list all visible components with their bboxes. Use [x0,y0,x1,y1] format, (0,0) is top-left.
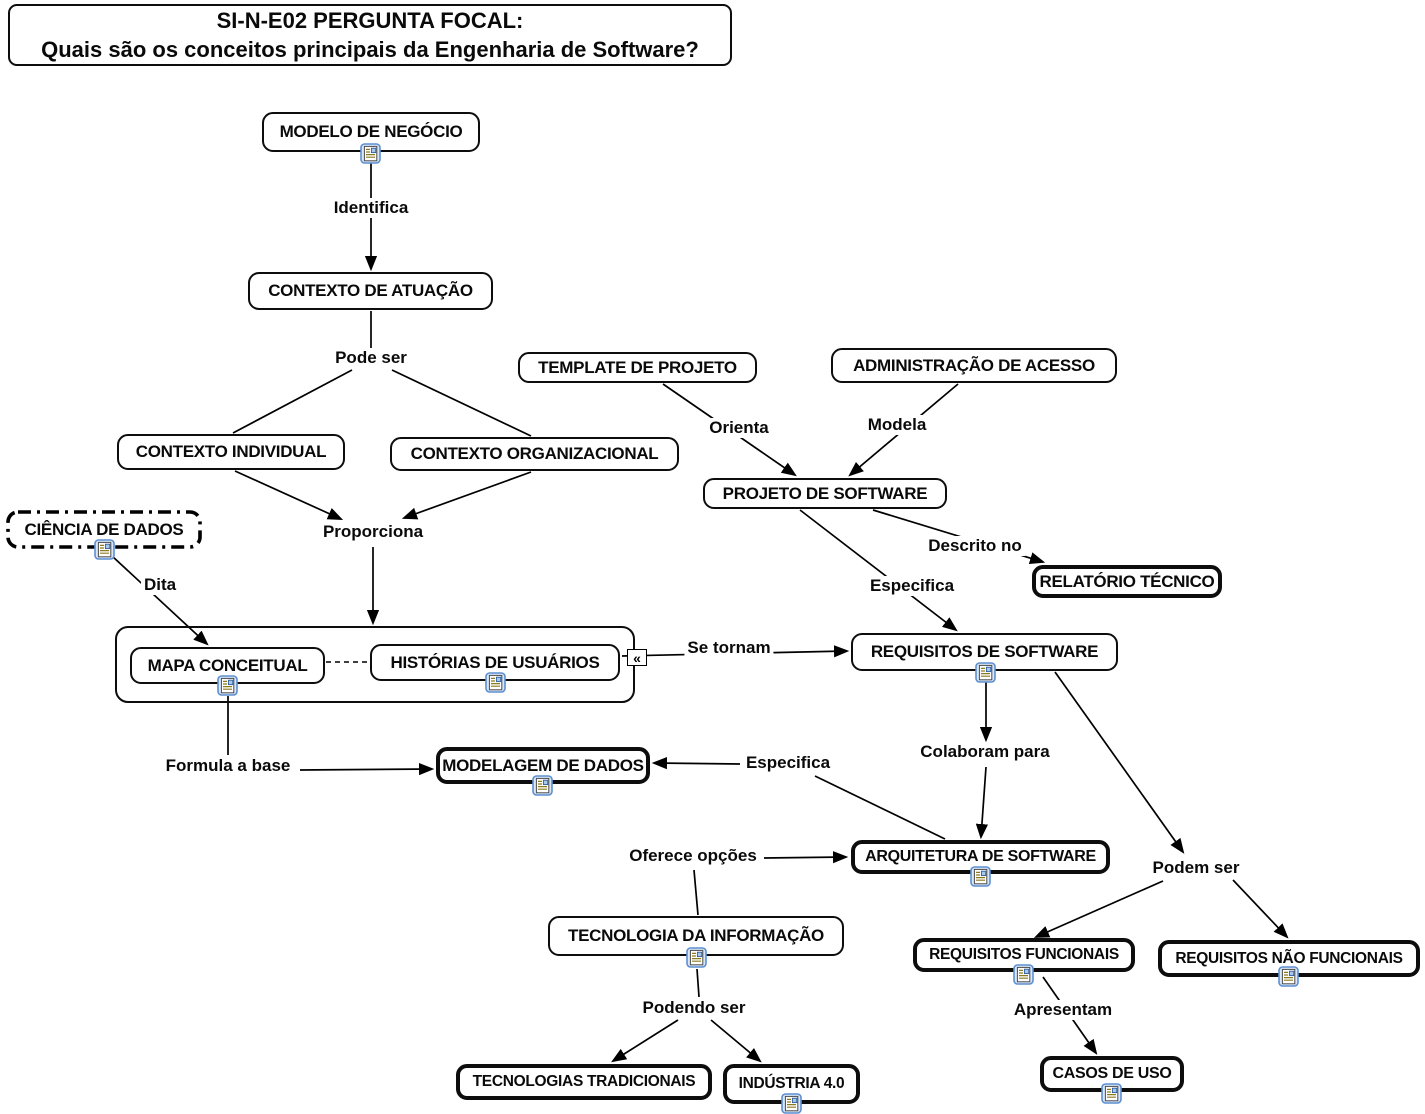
resource-icon-industria-40[interactable] [781,1093,802,1114]
node-administracao-de-acesso[interactable]: ADMINISTRAÇÃO DE ACESSO [831,348,1117,383]
link-identifica[interactable]: Identifica [330,198,412,218]
link-formula-a-base[interactable]: Formula a base [162,756,294,776]
resource-icon-requisitos-funcionais[interactable] [1013,964,1034,985]
link-podem-ser[interactable]: Podem ser [1149,858,1243,878]
resource-icon-requisitos-nao-funcionais[interactable] [1278,966,1299,987]
node-mapa-conceitual[interactable]: MAPA CONCEITUAL [130,647,325,684]
link-podendo-ser[interactable]: Podendo ser [639,998,749,1018]
link-orienta[interactable]: Orienta [706,418,772,438]
resource-icon-casos-de-uso[interactable] [1101,1083,1122,1104]
node-projeto-de-software[interactable]: PROJETO DE SOFTWARE [703,478,947,509]
link-proporciona[interactable]: Proporciona [319,522,427,542]
node-industria-40[interactable]: INDÚSTRIA 4.0 [723,1064,860,1104]
resource-icon-ciencia-dados[interactable] [94,539,115,560]
resource-icon-requisitos-software[interactable] [975,662,996,683]
link-apresentam[interactable]: Apresentam [1010,1000,1116,1020]
link-colaboram-para[interactable]: Colaboram para [917,742,1053,762]
link-se-tornam[interactable]: Se tornam [684,638,774,658]
focal-question-box: SI-N-E02 PERGUNTA FOCAL: Quais são os co… [8,4,732,66]
resource-icon-modelo-negocio[interactable] [360,143,381,164]
node-contexto-individual[interactable]: CONTEXTO INDIVIDUAL [117,434,345,470]
resource-icon-modelagem-dados[interactable] [532,775,553,796]
collapse-indicator-icon[interactable]: « [627,649,647,666]
link-especifica-modelagem[interactable]: Especifica [742,753,834,773]
link-especifica-requisitos[interactable]: Especifica [866,576,958,596]
link-oferece-opcoes[interactable]: Oferece opções [626,846,760,866]
link-dita[interactable]: Dita [140,575,180,595]
node-template-de-projeto[interactable]: TEMPLATE DE PROJETO [518,352,757,383]
link-pode-ser[interactable]: Pode ser [332,348,410,368]
resource-icon-historias-usuarios[interactable] [485,672,506,693]
node-relatorio-tecnico[interactable]: RELATÓRIO TÉCNICO [1032,565,1222,598]
resource-icon-mapa-conceitual[interactable] [217,675,238,696]
resource-icon-arquitetura-software[interactable] [970,866,991,887]
node-contexto-de-atuacao[interactable]: CONTEXTO DE ATUAÇÃO [248,272,493,310]
focal-question-line2: Quais são os conceitos principais da Eng… [41,37,699,62]
node-requisitos-nao-funcionais[interactable]: REQUISITOS NÃO FUNCIONAIS [1158,940,1420,977]
node-tecnologias-tradicionais[interactable]: TECNOLOGIAS TRADICIONAIS [456,1064,712,1100]
resource-icon-tecnologia-informacao[interactable] [686,947,707,968]
dashdot-border [6,510,202,549]
link-modela[interactable]: Modela [864,415,930,435]
link-descrito-no[interactable]: Descrito no [925,536,1025,556]
node-contexto-organizacional[interactable]: CONTEXTO ORGANIZACIONAL [390,437,679,471]
node-ciencia-de-dados[interactable]: CIÊNCIA DE DADOS [24,519,184,539]
focal-question-line1: SI-N-E02 PERGUNTA FOCAL: [216,7,524,33]
